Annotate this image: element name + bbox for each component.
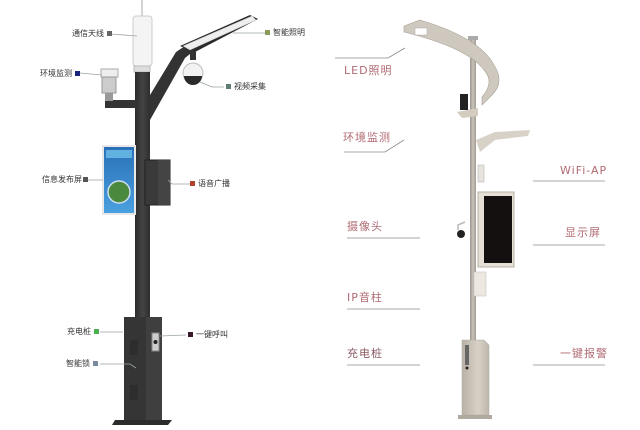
callout-label: 充电桩 (67, 327, 91, 336)
callout-smart-lighting: 智能照明 (262, 28, 305, 38)
callout-label: 智能照明 (273, 28, 305, 37)
callout-led-lighting: LED照明 (344, 64, 393, 77)
callout-one-key-alarm: 一键报警 (560, 347, 608, 360)
callout-label: 环境监测 (40, 69, 72, 78)
marker-square-icon (83, 177, 88, 182)
callout-display-screen: 显示屏 (565, 226, 601, 239)
callout-label: 智能锁 (66, 359, 90, 368)
callout-video-capture: 视频采集 (223, 82, 266, 92)
callout-charging-pile-right: 充电桩 (347, 347, 383, 360)
marker-square-icon (265, 30, 270, 35)
callout-label: 语音广播 (198, 179, 230, 188)
right-leader-lines (335, 47, 605, 366)
callout-comm-antenna: 通信天线 (72, 29, 115, 39)
left-leader-lines (79, 32, 268, 369)
marker-square-icon (93, 361, 98, 366)
callout-env-monitor: 环境监测 (40, 69, 83, 79)
callout-smart-lock: 智能锁 (66, 359, 101, 369)
callout-env-monitor-right: 环境监测 (343, 131, 391, 144)
callout-label: 信息发布屏 (42, 175, 82, 184)
callout-label: 一键呼叫 (196, 330, 228, 339)
right-pole (403, 19, 530, 419)
callout-wifi-ap: WiFi-AP (560, 164, 608, 177)
marker-square-icon (190, 181, 195, 186)
marker-square-icon (75, 71, 80, 76)
marker-square-icon (188, 332, 193, 337)
callout-info-screen: 信息发布屏 (42, 175, 91, 185)
callout-camera: 摄像头 (347, 220, 383, 233)
callout-label: 通信天线 (72, 29, 104, 38)
callout-label: 视频采集 (234, 82, 266, 91)
marker-square-icon (107, 31, 112, 36)
marker-square-icon (94, 329, 99, 334)
callout-charging-pile: 充电桩 (67, 327, 102, 337)
callout-one-key-call: 一键呼叫 (185, 330, 228, 340)
left-pole (100, 0, 258, 425)
callout-ip-speaker: IP音柱 (347, 291, 383, 304)
marker-square-icon (226, 84, 231, 89)
callout-voice-broadcast: 语音广播 (190, 179, 230, 189)
